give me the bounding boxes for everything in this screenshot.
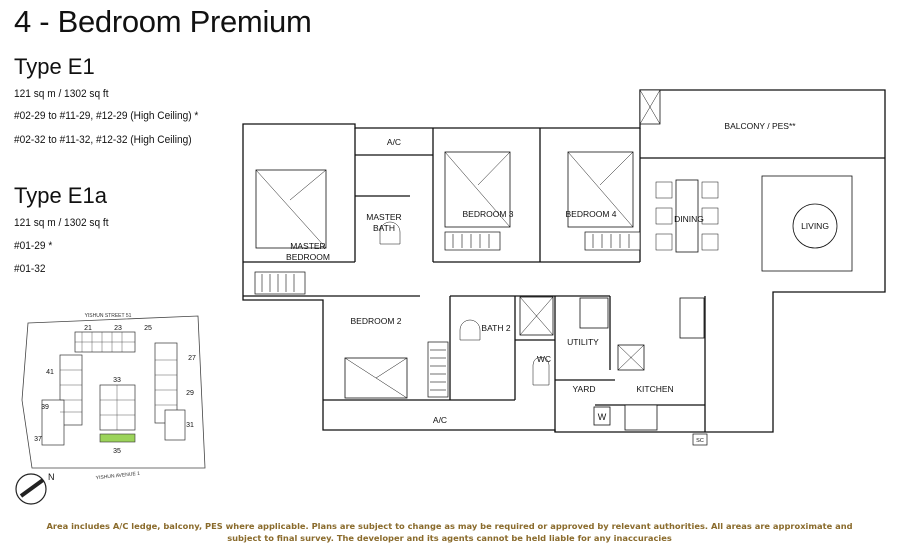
block-37: 37 xyxy=(34,436,42,443)
wardrobe-bedroom4 xyxy=(584,231,641,251)
block-21: 21 xyxy=(84,325,92,332)
type-e1-units-2: #02-32 to #11-32, #12-32 (High Ceiling) xyxy=(14,134,192,146)
master-bath-label-2: BATH xyxy=(373,223,395,233)
outer-wall xyxy=(242,89,886,433)
master-bedroom-label-1: MASTER xyxy=(290,241,325,251)
kitchen-label: KITCHEN xyxy=(636,384,673,394)
block-41: 41 xyxy=(46,369,54,376)
yard-label: YARD xyxy=(573,384,596,394)
bedroom4-label: BEDROOM 4 xyxy=(565,209,616,219)
ac-top-label: A/C xyxy=(387,137,401,147)
type-e1a-units-1: #01-29 * xyxy=(14,240,53,252)
washer-box xyxy=(593,406,611,426)
bedroom3-label: BEDROOM 3 xyxy=(462,209,513,219)
block-25: 25 xyxy=(144,325,152,332)
living-label: LIVING xyxy=(801,221,829,231)
block-cluster-left-low xyxy=(41,399,65,446)
wardrobe-bedroom2 xyxy=(427,341,449,398)
ac-bottom-label: A/C xyxy=(433,415,447,425)
block-39: 39 xyxy=(41,404,49,411)
type-e1-heading: Type E1 xyxy=(14,54,95,79)
utility-unit xyxy=(579,297,609,329)
sc-label: SC xyxy=(696,438,704,444)
block-33: 33 xyxy=(113,377,121,384)
bath2-label: BATH 2 xyxy=(481,323,510,333)
block-27: 27 xyxy=(188,355,196,362)
wc-label: WC xyxy=(537,354,551,364)
type-e1-area: 121 sq m / 1302 sq ft xyxy=(14,88,109,100)
street-bottom-label: YISHUN AVENUE 1 xyxy=(96,471,141,482)
toilet-master xyxy=(379,221,401,245)
toilet-wc xyxy=(532,356,550,386)
hob xyxy=(624,404,658,431)
coffee-table xyxy=(792,203,838,249)
block-cluster-center xyxy=(99,384,136,431)
block-35: 35 xyxy=(113,448,121,455)
disclaimer-line-1: Area includes A/C ledge, balcony, PES wh… xyxy=(46,521,853,531)
block-31: 31 xyxy=(186,422,194,429)
block-29: 29 xyxy=(186,390,194,397)
wardrobe-master xyxy=(254,271,306,295)
block-cluster-left xyxy=(59,354,83,426)
page-title: 4 - Bedroom Premium xyxy=(14,4,312,39)
type-e1-units-1: #02-29 to #11-29, #12-29 (High Ceiling) … xyxy=(14,110,199,122)
wardrobe-bedroom3 xyxy=(444,231,501,251)
fridge-space xyxy=(679,297,705,339)
type-e1a-heading: Type E1a xyxy=(14,183,107,208)
street-top-label: YISHUN STREET 51 xyxy=(85,313,132,319)
utility-label: UTILITY xyxy=(567,337,599,347)
type-e1a-units-2: #01-32 xyxy=(14,263,46,275)
master-bedroom-label-2: BEDROOM xyxy=(286,252,330,262)
dining-table xyxy=(675,179,699,253)
site-boundary xyxy=(21,315,206,469)
washer-label: W xyxy=(598,412,607,422)
highlighted-units xyxy=(99,433,136,443)
block-cluster-right-low xyxy=(164,409,186,441)
disclaimer-line-2: subject to final survey. The developer a… xyxy=(227,533,672,543)
dining-label: DINING xyxy=(674,214,704,224)
master-bath-label-1: MASTER xyxy=(366,212,401,222)
north-label: N xyxy=(48,472,55,482)
bedroom2-label: BEDROOM 2 xyxy=(350,316,401,326)
block-23: 23 xyxy=(114,325,122,332)
type-e1a-area: 121 sq m / 1302 sq ft xyxy=(14,217,109,229)
disclaimer: Area includes A/C ledge, balcony, PES wh… xyxy=(0,520,899,544)
sc-box xyxy=(692,433,708,446)
north-arrow-icon xyxy=(19,478,45,498)
toilet-bath2 xyxy=(459,319,481,341)
balcony-label: BALCONY / PES** xyxy=(724,121,796,131)
